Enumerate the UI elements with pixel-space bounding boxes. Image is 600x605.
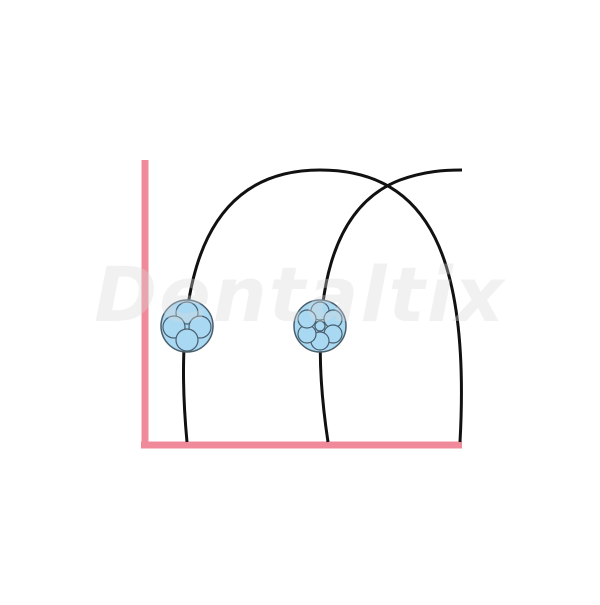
- braided-wire-cross-section-icon: [293, 299, 347, 353]
- right-arch-wire: [318, 168, 463, 443]
- left-arch-wire: [182, 168, 463, 443]
- stranded-wire-cross-section-icon: [160, 299, 214, 353]
